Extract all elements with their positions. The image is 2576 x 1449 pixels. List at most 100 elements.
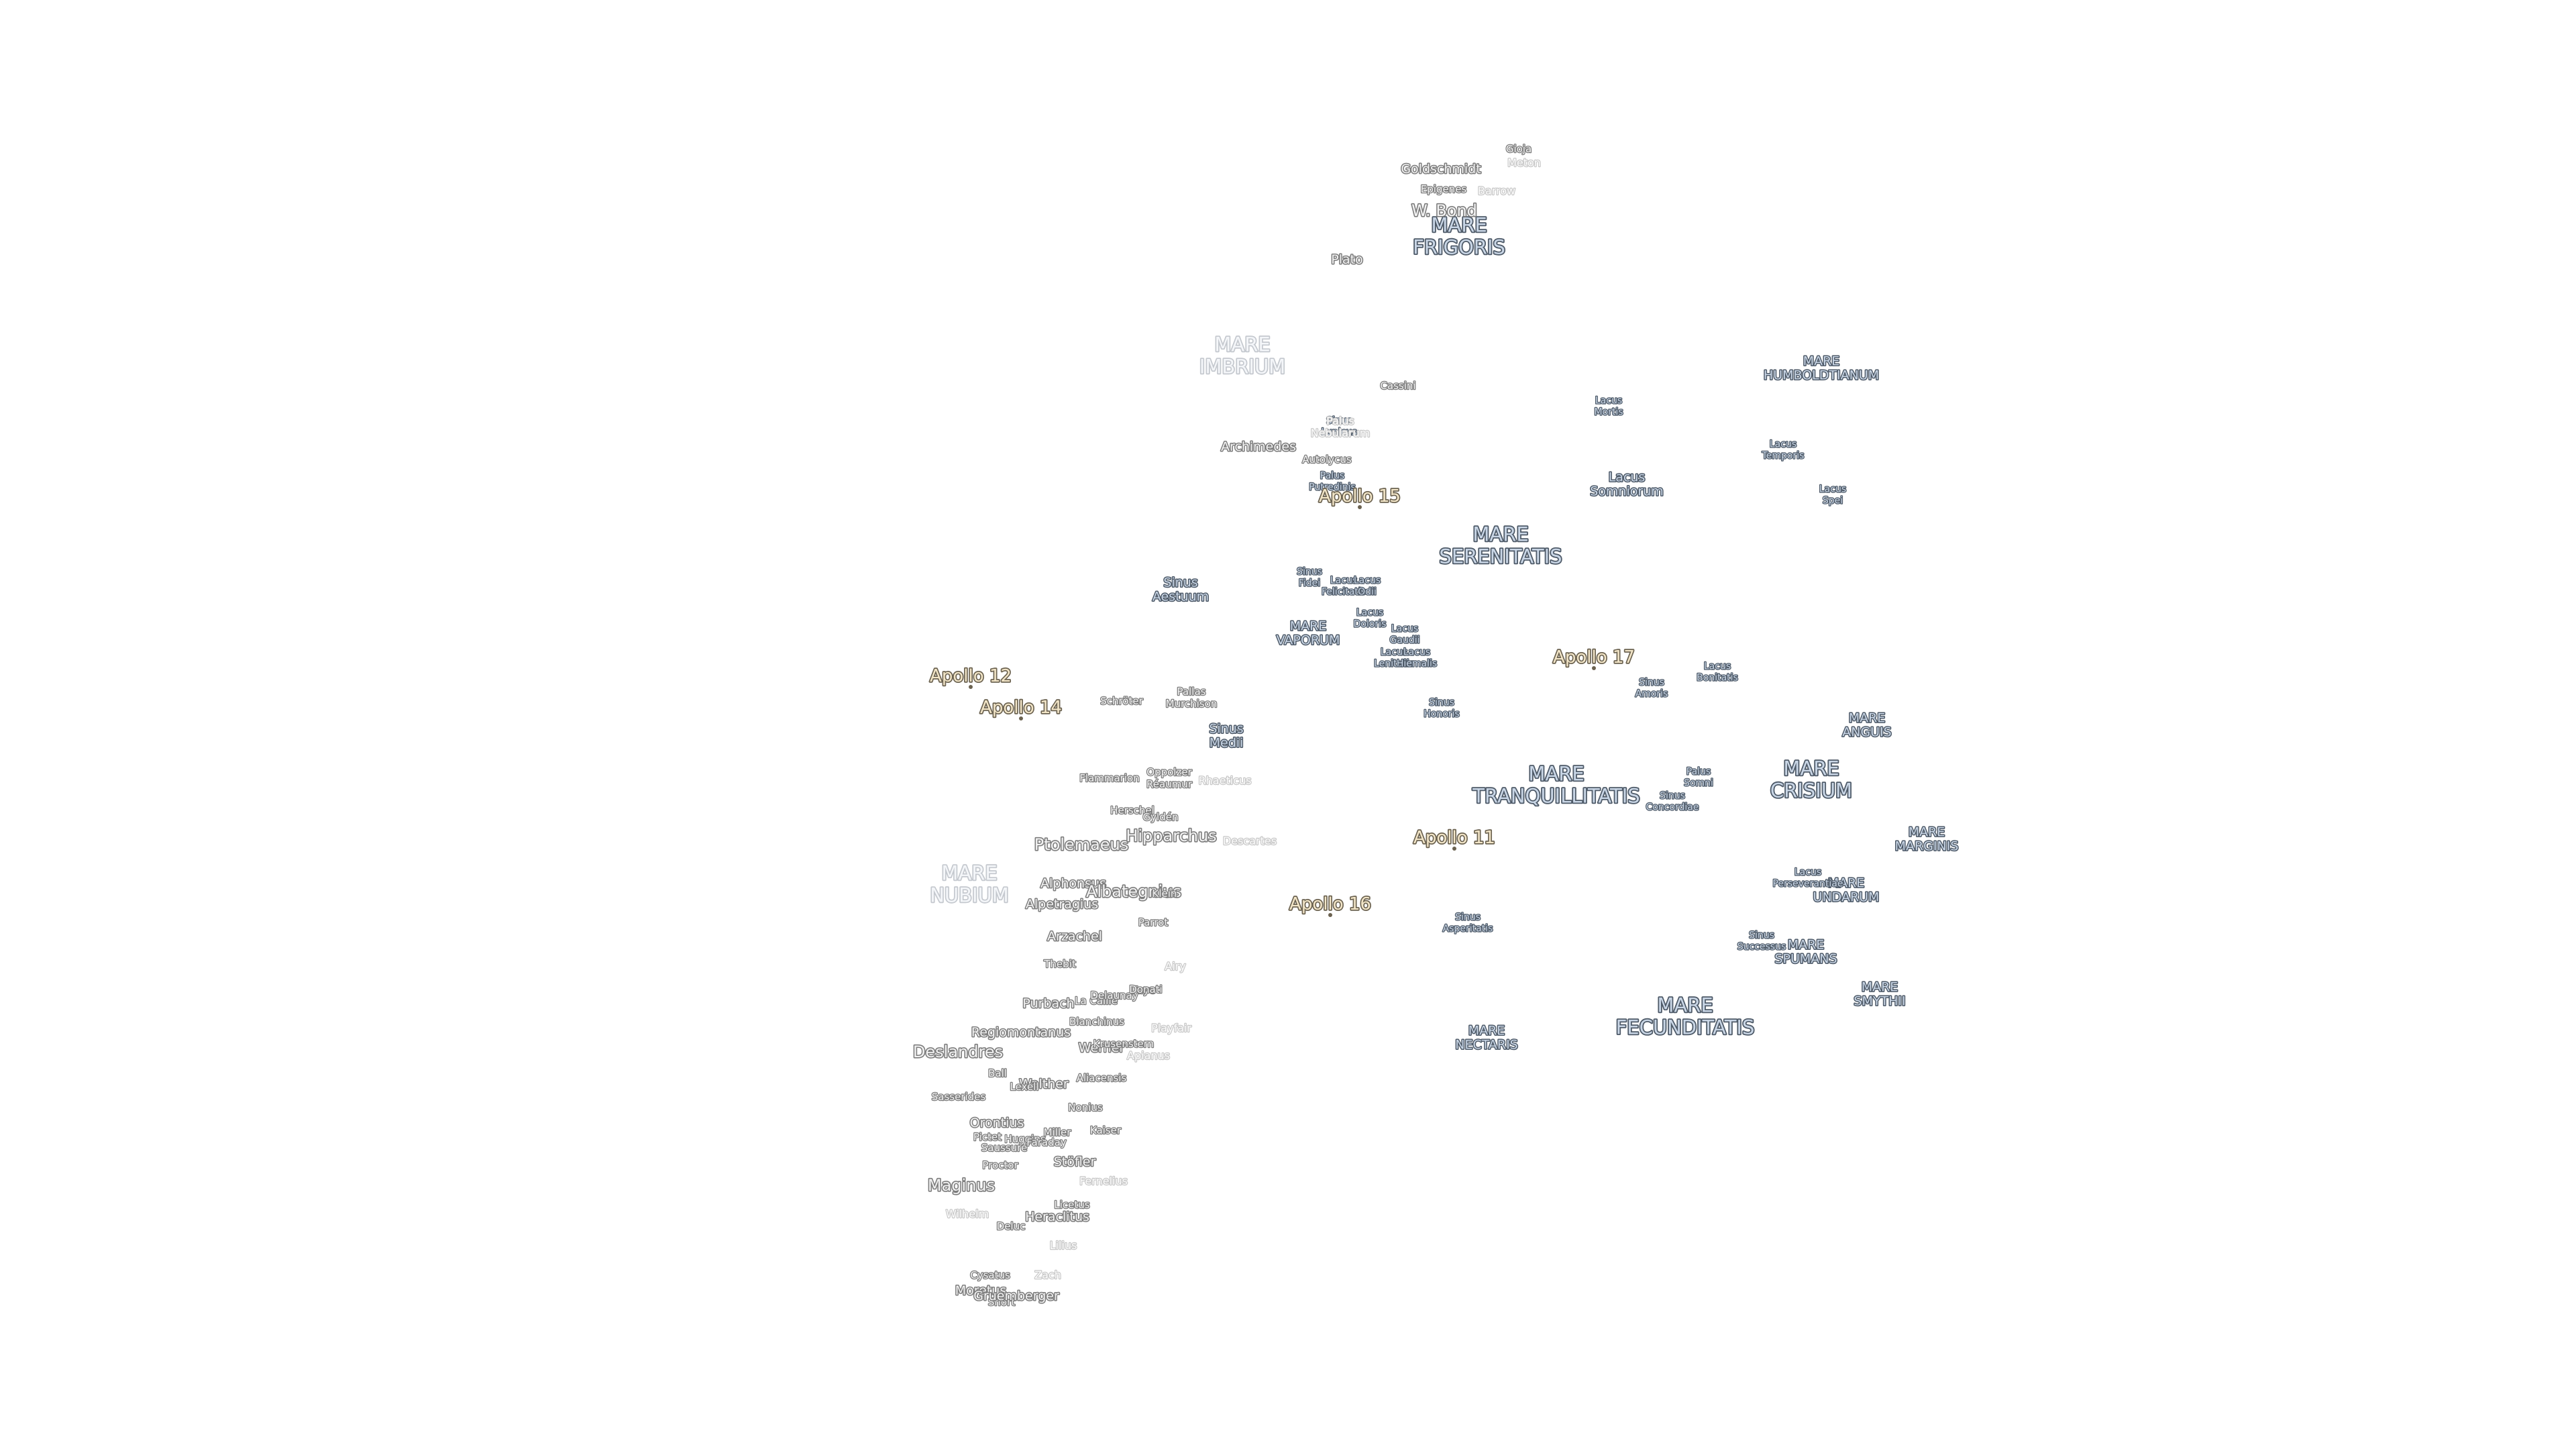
landing-site-marker-apollo-17[interactable] [1592,666,1596,670]
label-line: Sinus [1429,698,1454,708]
crater-label-walther: Walther [1019,1077,1069,1091]
label-line: Apianus [1127,1049,1170,1062]
crater-label-ptolemaeus: Ptolemaeus [1034,835,1129,854]
landing-site-label-apollo-17[interactable]: Apollo 17 [1552,646,1635,668]
label-line: MARE [1431,214,1487,237]
label-line: MARE [1528,763,1584,786]
label-line: MARE [1788,938,1825,953]
crater-label-sasserides: Sasserides [932,1091,986,1103]
label-line: Kaiser [1090,1124,1122,1136]
crater-label-zach: Zach [1034,1269,1061,1281]
label-line: Medii [1210,736,1244,751]
crater-label-moretus: Moretus [955,1283,1007,1298]
label-line: Delaunay [1090,989,1138,1002]
label-line: Barrow [1478,184,1515,197]
crater-label-aliacensis: Aliacensis [1077,1072,1127,1084]
label-line: Lacus [1391,624,1418,635]
crater-label-werner: Werner [1079,1040,1125,1055]
crater-label-alphonsus: Alphonsus [1040,876,1106,891]
label-line: Fernelius [1079,1175,1128,1187]
label-line: Lacus [1403,647,1430,658]
label-line: Lexell [1010,1081,1038,1093]
label-line: Alpetragius [1026,897,1098,912]
label-line: Hipparchus [1126,826,1216,845]
crater-label-goldschmidt: Goldschmidt [1401,162,1481,176]
crater-label-apianus: Apianus [1127,1049,1170,1062]
landing-site-label-apollo-12[interactable]: Apollo 12 [928,665,1012,687]
crater-label-faye: Faye [1132,984,1156,996]
label-line: Lacus [1595,396,1622,407]
label-line: MARE [1214,333,1270,356]
label-line: Goldschmidt [1401,162,1481,176]
label-line: Wilhelm [946,1208,989,1220]
landing-site-marker-apollo-12[interactable] [969,685,973,689]
crater-label-alpetragius: Alpetragius [1026,897,1098,912]
label-line: Lenitatis [1374,659,1414,669]
label-line: Miller [1044,1126,1072,1138]
landing-site-marker-apollo-11[interactable] [1452,847,1456,851]
label-line: MARE [1472,523,1528,546]
label-line: Orontius [970,1116,1024,1130]
label-line: MARE [1657,994,1713,1017]
landing-site-marker-apollo-14[interactable] [1019,716,1023,720]
label-line: Mortis [1594,407,1623,418]
crater-label-huggins: Huggins [1004,1133,1046,1145]
label-line: Hiemalis [1397,659,1437,669]
crater-label-descartes: Descartes [1223,835,1277,847]
label-line: Perseverantiae [1773,879,1843,890]
label-line: Lacus [1381,647,1407,658]
landing-site-label-apollo-11[interactable]: Apollo 11 [1412,826,1496,849]
landing-site-label-apollo-15[interactable]: Apollo 15 [1318,485,1401,507]
label-line: Palus [1320,471,1344,482]
label-line: Oppolzer [1146,766,1192,778]
label-line: MARE [1783,757,1839,780]
crater-label-schr-ter: Schröter [1100,695,1143,707]
label-line: Alphonsus [1040,876,1106,891]
landing-site-marker-apollo-15[interactable] [1358,505,1362,509]
crater-label-hipparchus: Hipparchus [1126,826,1216,845]
label-line: Honoris [1424,709,1459,720]
label-line: Parrot [1138,916,1168,928]
label-line: Apollo 17 [1553,647,1635,667]
label-line: Lacus [1330,576,1357,586]
label-line: Ptolemaeus [1034,835,1129,854]
label-line: Somni [1684,778,1713,789]
landing-site-label-apollo-16[interactable]: Apollo 16 [1288,893,1372,915]
landing-site-label-apollo-14[interactable]: Apollo 14 [979,696,1063,718]
label-line: Nonius [1068,1102,1103,1114]
crater-label-gruemberger: Gruemberger [973,1289,1059,1303]
crater-label-saussure: Saussure [981,1142,1027,1154]
label-line: Faye [1132,984,1156,996]
label-line: Klein [1152,888,1177,900]
label-line: Murchison [1166,698,1218,710]
crater-label-autolycus: Autolycus [1302,453,1352,466]
label-line: Lacus [1354,576,1381,586]
label-line: Stöfler [1054,1155,1096,1169]
label-line: Palus [1326,415,1354,427]
label-line: Walther [1019,1077,1069,1091]
label-line: Thebit [1043,958,1076,970]
crater-label-arzachel: Arzachel [1047,929,1102,944]
label-line: Apollo 12 [930,666,1012,686]
crater-label-cysatus: Cysatus [970,1269,1010,1281]
crater-label-lilius: Lilius [1050,1239,1077,1252]
label-line: Flammarion [1079,772,1139,784]
label-line: TRANQUILLITATIS [1472,785,1640,808]
crater-label-deluc: Deluc [997,1220,1026,1232]
landing-site-marker-apollo-16[interactable] [1328,913,1332,917]
label-line: Pallas [1177,686,1206,698]
label-line: MARE [941,862,997,885]
